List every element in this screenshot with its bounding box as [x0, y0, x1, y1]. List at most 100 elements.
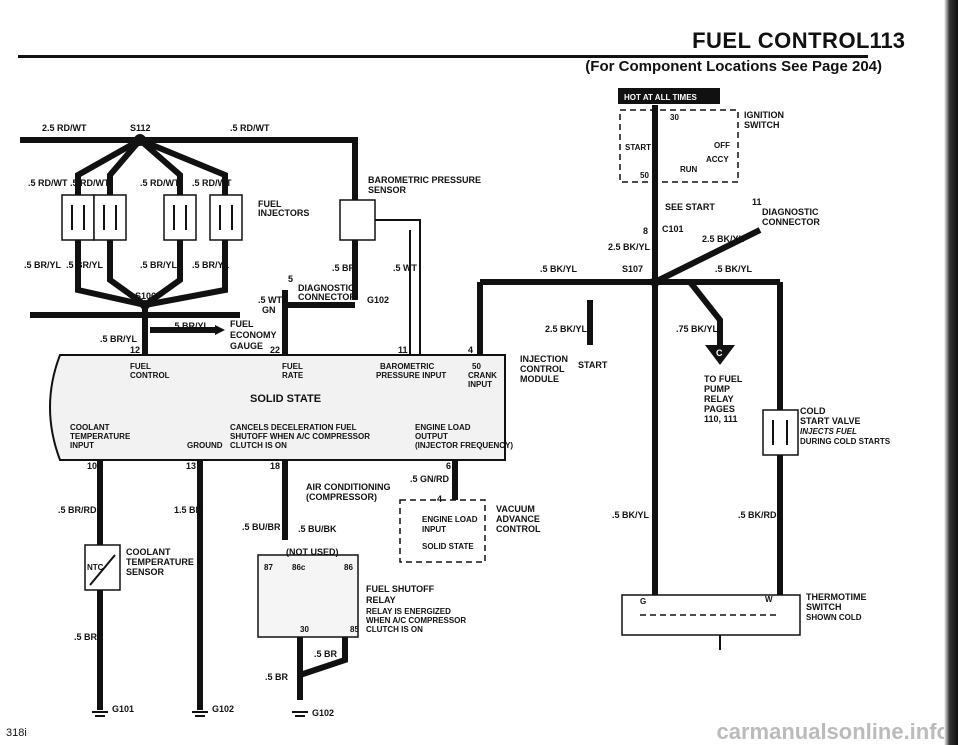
label-ign-off: OFF: [714, 141, 730, 150]
label-ecu-coolant-1: COOLANT: [70, 423, 110, 432]
label-cold-2: START VALVE: [800, 416, 861, 426]
page-title: FUEL CONTROL: [692, 28, 870, 53]
label-rd-wt-5-top: .5 RD/WT: [230, 123, 270, 133]
label-wt-gn-1: .5 WT/: [258, 295, 285, 305]
label-bu-br: .5 BU/BR: [242, 522, 281, 532]
label-relay-87: 87: [264, 563, 273, 572]
label-wt-gn-2: GN: [262, 305, 276, 315]
label-br-5-bottom: .5 BR: [265, 672, 289, 682]
label-to-fuel-1: TO FUEL: [704, 374, 743, 384]
wire-diag2: [653, 227, 762, 285]
label-pin-13: 13: [186, 461, 196, 471]
label-pin-5: 5: [288, 274, 293, 284]
label-ecu-crank-1: CRANK: [468, 371, 497, 380]
label-injection-1: INJECTION: [520, 354, 568, 364]
label-bk-yl-75: .75 BK/YL: [676, 324, 719, 334]
label-pin-11b: 11: [752, 197, 762, 207]
label-br-yl-c: .5 BR/YL: [140, 260, 178, 270]
label-br-yl-e: .5 BR/YL: [100, 334, 138, 344]
label-to-fuel-2: PUMP: [704, 384, 730, 394]
label-ecu-cancel-2: SHUTOFF WHEN A/C COMPRESSOR: [230, 432, 370, 441]
wire-relay-br: [299, 637, 348, 678]
label-ign-2: SWITCH: [744, 120, 780, 130]
injector-3: [163, 194, 197, 241]
label-ecu-engine-load-2: OUTPUT: [415, 432, 448, 441]
label-injection-3: MODULE: [520, 374, 559, 384]
label-vac-solid-state: SOLID STATE: [422, 542, 474, 551]
fuel-shutoff-relay: [257, 554, 359, 638]
page-subtitle: (For Component Locations See Page 204): [585, 58, 882, 75]
label-baro-1: BAROMETRIC PRESSURE: [368, 175, 481, 185]
ecu-module: [49, 354, 506, 461]
label-br-yl-d: .5 BR/YL: [192, 260, 230, 270]
page-edge: [944, 0, 958, 745]
ground-g102a: [192, 711, 208, 717]
label-thermo-1: THERMOTIME: [806, 592, 867, 602]
label-ign-accy: ACCY: [706, 155, 729, 164]
label-relay-87a: 86c: [292, 563, 306, 572]
label-bk-yl-25-b: 2.5 BK/YL: [702, 234, 745, 244]
label-ecu-coolant-3: INPUT: [70, 441, 94, 450]
label-vacuum-3: CONTROL: [496, 524, 541, 534]
ignition-switch: [619, 109, 739, 183]
label-ecu-ground: GROUND: [187, 441, 223, 450]
ground-g102b: [292, 711, 308, 717]
label-diag2-1: DIAGNOSTIC: [762, 207, 819, 217]
label-s112: S112: [130, 123, 151, 133]
label-br-yl-a: .5 BR/YL: [24, 260, 62, 270]
label-g102-b: G102: [312, 708, 334, 718]
label-coolant-sensor-3: SENSOR: [126, 567, 165, 577]
label-ecu-fuel-rate-1: FUEL: [282, 362, 303, 371]
label-g102-top: G102: [367, 295, 389, 305]
baro-sensor: [339, 199, 376, 241]
label-fuel-economy-1: FUEL: [230, 319, 254, 329]
label-thermo-3: SHOWN COLD: [806, 613, 862, 622]
page-number: 113: [869, 28, 906, 53]
label-thermo-2: SWITCH: [806, 602, 842, 612]
inj-coil-2: [103, 205, 117, 230]
label-fuel-injectors-1: FUEL: [258, 199, 282, 209]
wire-inj1: [75, 137, 142, 195]
label-fuel-shutoff-2: RELAY: [366, 595, 396, 605]
label-s106: S106: [135, 291, 156, 301]
label-br-5-low: .5 BR: [74, 632, 98, 642]
label-ign-start: START: [625, 143, 651, 152]
injector-1: [61, 194, 95, 241]
label-c101: C101: [662, 224, 684, 234]
label-bu-bk: .5 BU/BK: [298, 524, 337, 534]
label-bk-yl-5-a: .5 BK/YL: [540, 264, 578, 274]
label-ecu-engine-load-3: (INJECTOR FREQUENCY): [415, 441, 513, 450]
label-ecu-fuel-control-2: CONTROL: [130, 371, 170, 380]
header-rule: [18, 55, 868, 58]
label-fuel-injectors-2: INJECTORS: [258, 208, 309, 218]
label-rd-wt-c: .5 RD/WT: [140, 178, 180, 188]
label-ecu-cancel-3: CLUTCH IS ON: [230, 441, 287, 450]
label-diag2-2: CONNECTOR: [762, 217, 820, 227]
hot-badge: [618, 88, 720, 104]
label-fuel-shutoff-4: WHEN A/C COMPRESSOR: [366, 616, 466, 625]
label-pin-4b: 4: [437, 494, 442, 504]
label-pin-11: 11: [398, 345, 408, 355]
label-pin-6: 6: [446, 461, 451, 471]
wire-feed-top: [20, 137, 358, 200]
label-ign-30: 30: [670, 113, 679, 122]
label-pin-12: 12: [130, 345, 140, 355]
label-bk-yl-25-c: 2.5 BK/YL: [545, 324, 588, 334]
wire-inj-down2: [107, 240, 147, 308]
watermark: carmanualsonline.info: [716, 719, 951, 744]
label-gn-rd: .5 GN/RD: [410, 474, 450, 484]
label-g101: G101: [112, 704, 134, 714]
label-to-fuel-5: 110, 111: [704, 414, 738, 424]
label-pin-8: 8: [643, 226, 648, 236]
label-not-used: (NOT USED): [286, 547, 339, 557]
label-baro-2: SENSOR: [368, 185, 407, 195]
label-pin-10: 10: [87, 461, 97, 471]
connector-c-marker: [705, 345, 735, 365]
label-br-yl-f: .5 BR/YL: [172, 321, 210, 331]
splice-s106: [140, 300, 150, 310]
label-coolant-sensor-2: TEMPERATURE: [126, 557, 194, 567]
label-to-fuel-4: PAGES: [704, 404, 735, 414]
label-rd-wt-a: .5 RD/WT: [28, 178, 68, 188]
cold-start-coil: [772, 420, 788, 445]
